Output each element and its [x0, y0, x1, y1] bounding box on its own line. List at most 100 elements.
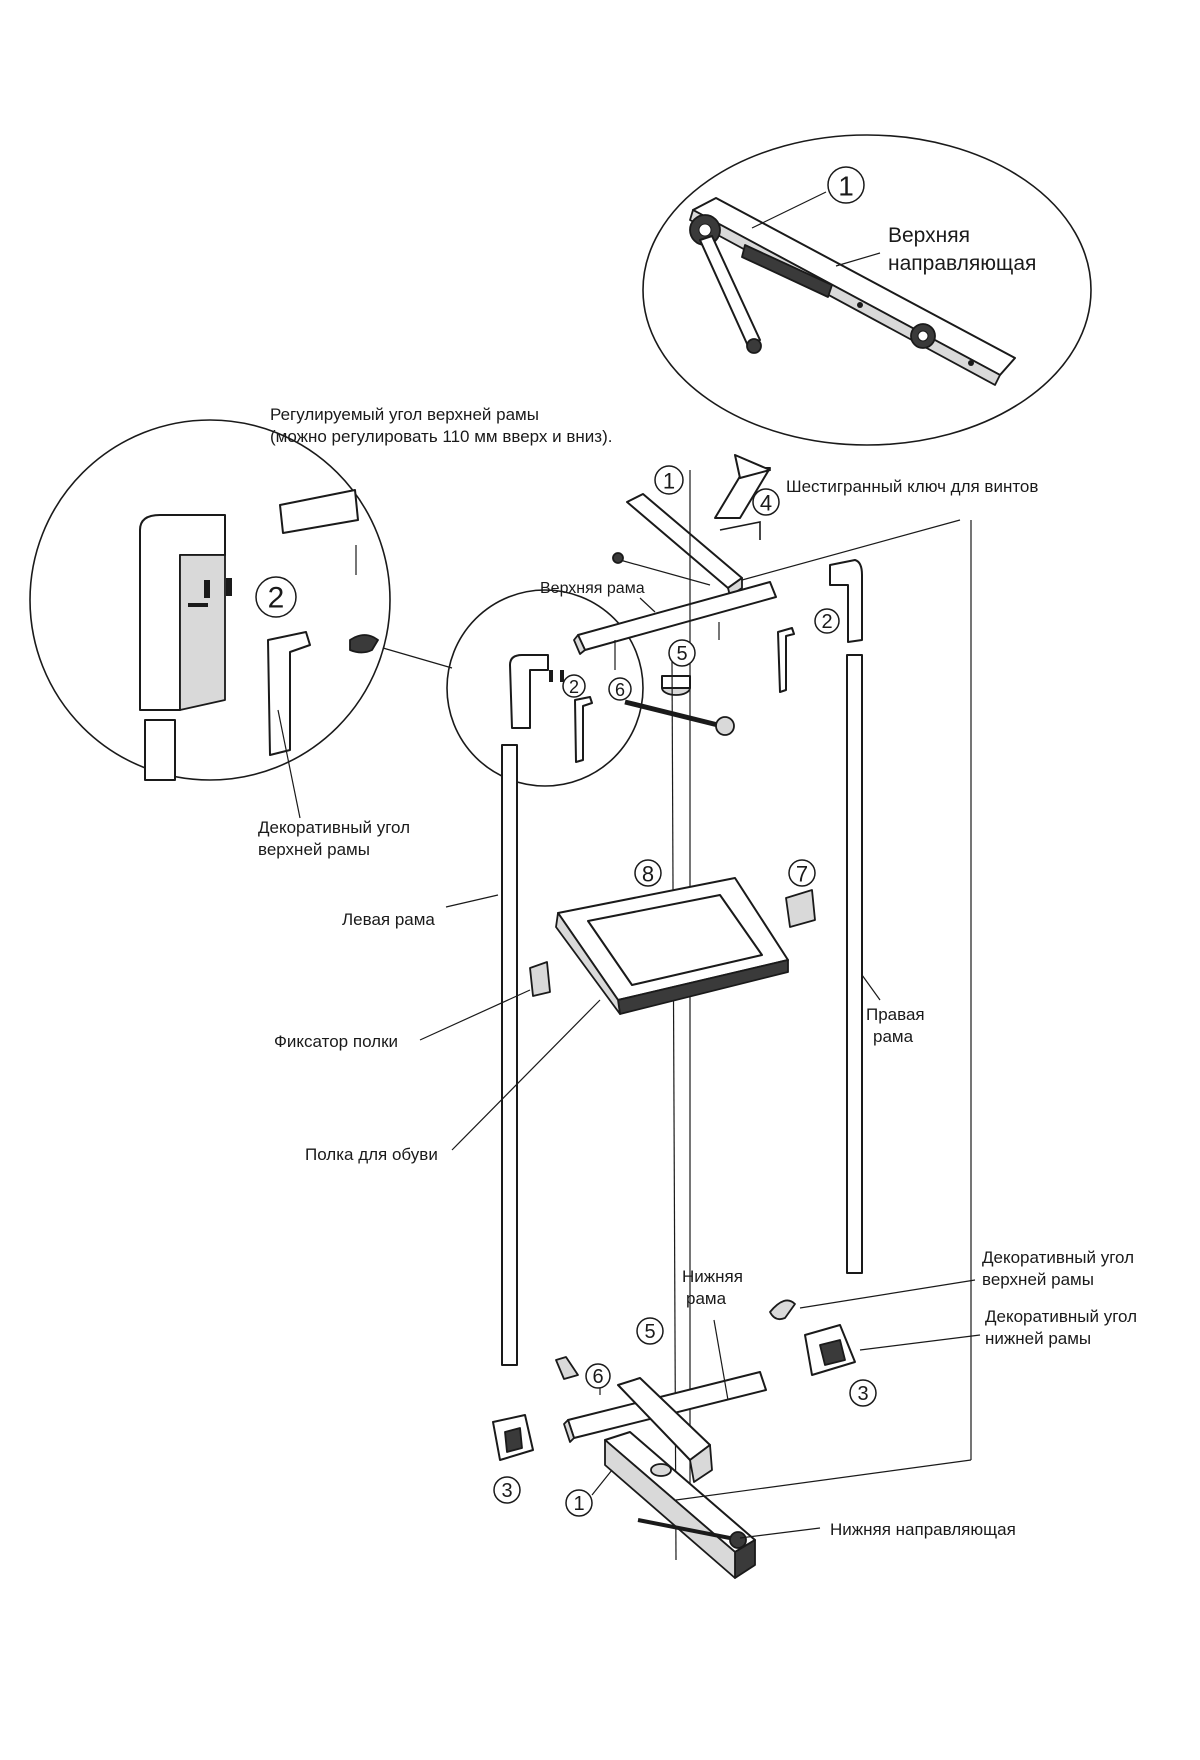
bottom-left-corner-inner: [504, 1427, 523, 1453]
bottom-assembly: [492, 1299, 856, 1579]
top-roller-body: [661, 675, 691, 689]
guide-axis-top: [741, 519, 961, 581]
callout-8-text: 8: [642, 862, 654, 887]
latch-right: [785, 889, 816, 928]
callout-8: [634, 859, 662, 887]
top-guide-hole-1: [857, 302, 863, 308]
callout-2-right-text: 2: [821, 611, 832, 633]
bottom-guide-wheel: [729, 1531, 747, 1549]
callout-1-top-text: 1: [663, 469, 675, 494]
detail-corner: 2: [29, 419, 391, 781]
label-adjustable-corner-2: (можно регулировать 110 мм вверх и вниз)…: [270, 427, 612, 446]
leader-1-detail: [751, 191, 827, 229]
top-guide-bolt-center: [917, 330, 929, 342]
label-shoe-shelf: Полка для обуви: [305, 1145, 438, 1164]
callout-5-bottom-text: 5: [644, 1321, 655, 1343]
callout-4-text: 4: [760, 491, 772, 516]
top-guide-slot: [741, 244, 833, 298]
callout-3-left-text: 3: [501, 1480, 512, 1502]
top-frame-bar-end: [573, 634, 586, 655]
callout-2-small: 2: [569, 677, 579, 697]
pull-arrow: [714, 467, 771, 519]
callout-5-top-text: 5: [676, 643, 687, 665]
detail-corner-small: [446, 589, 644, 787]
label-decor-top-corner-right-1: Декоративный угол: [982, 1248, 1134, 1267]
callout-3-right-text: 3: [857, 1383, 868, 1405]
leader-bottom-guide: [739, 1527, 821, 1539]
top-frame-assembly: [573, 454, 961, 1561]
label-adjustable-corner-1: Регулируемый угол верхней рамы: [270, 405, 539, 424]
leader-right-frame: [861, 974, 881, 1001]
guide-axis-bottom: [675, 1459, 972, 1501]
top-guide-arm-line: [619, 559, 711, 586]
top-arm: [624, 699, 731, 731]
detail-top-guide-border: [642, 134, 1092, 446]
callout-2-detail-text: 2: [268, 582, 285, 615]
callout-6-top: 6: [615, 680, 625, 700]
detail-clip: [349, 634, 379, 654]
right-top-corner: [829, 559, 863, 643]
label-right-frame-1: Правая: [866, 1005, 925, 1024]
shoe-shelf: 8 7: [529, 859, 816, 1015]
leader-left-frame: [445, 894, 499, 908]
leader-decor-top-right: [799, 1279, 976, 1309]
label-decor-top-corner-left-1: Декоративный угол: [258, 818, 410, 837]
label-top-guide: Верхняя направляющая: [888, 224, 1036, 275]
callout-2-detail: [255, 576, 297, 618]
left-frame: [501, 744, 518, 1366]
label-bottom-frame-1: Нижняя: [682, 1267, 743, 1286]
label-right-frame: Правая рама: [866, 1005, 929, 1046]
bottom-left-clip: [555, 1356, 579, 1380]
label-decor-top-corner-right: Декоративный угол верхней рамы: [982, 1248, 1139, 1289]
bottom-guide-arm: [637, 1518, 741, 1542]
bottom-frame-end: [563, 1419, 575, 1443]
detail-corner-post: [144, 719, 176, 781]
shoe-shelf-side: [555, 912, 621, 1015]
shoe-shelf-inner: [587, 894, 763, 986]
label-top-guide-line2: направляющая: [888, 252, 1036, 275]
callout-7: [788, 859, 816, 887]
callout-4: [752, 488, 780, 516]
callout-1-bottom-text: 1: [573, 1493, 584, 1515]
callout-5-top: [668, 639, 696, 667]
bottom-channel-side: [689, 1444, 713, 1483]
detail-corner-top-bar: [279, 489, 359, 534]
bottom-roller: [650, 1463, 672, 1477]
latch-left: [529, 961, 551, 997]
leader-top-guide: [835, 252, 881, 267]
leader-1-bottom: [591, 1469, 613, 1496]
connector-detail-corner: [382, 647, 453, 669]
label-right-frame-2: рама: [873, 1027, 914, 1046]
small-corner-parts: 2 6: [509, 654, 632, 763]
pull-arrow-head: [734, 454, 771, 479]
top-bracket-right: [777, 627, 795, 693]
label-bottom-frame-2: рама: [686, 1289, 727, 1308]
label-hex-key: Шестигранный ключ для винтов: [786, 477, 1038, 496]
label-bottom-frame: Нижняя рама: [682, 1267, 748, 1308]
hex-key: [719, 521, 761, 540]
callout-1-top: [654, 465, 684, 495]
top-arm-knob: [715, 716, 735, 736]
callout-1-detail-text: 1: [838, 171, 854, 202]
label-decor-bottom-corner: Декоративный угол нижней рамы: [985, 1307, 1142, 1348]
label-bottom-guide: Нижняя направляющая: [830, 1520, 1016, 1539]
callout-7-text: 7: [796, 862, 808, 887]
leader-decor-top-left: [277, 709, 301, 819]
bottom-right-corner-inner: [819, 1339, 846, 1366]
top-guide-arm-end-sm: [612, 552, 624, 564]
label-shelf-latch: Фиксатор полки: [274, 1032, 398, 1051]
label-decor-bottom-corner-2: нижней рамы: [985, 1329, 1091, 1348]
bottom-guide-side: [604, 1439, 736, 1579]
callout-1-detail: [827, 166, 865, 204]
detail-corner-block-side: [179, 554, 226, 711]
callout-3-left: [493, 1476, 521, 1504]
detail-top-guide: 1 Верхняя направляющая: [642, 134, 1092, 446]
leader-decor-bottom: [859, 1334, 981, 1351]
label-top-guide-line1: Верхняя: [888, 224, 970, 247]
detail-corner-border: [29, 419, 391, 781]
callout-2-right: [814, 608, 840, 634]
right-frame-assembly: 2: [814, 520, 972, 1460]
callout-6-bottom-text: 6: [592, 1366, 603, 1388]
leader-shoe-shelf: [451, 999, 601, 1151]
